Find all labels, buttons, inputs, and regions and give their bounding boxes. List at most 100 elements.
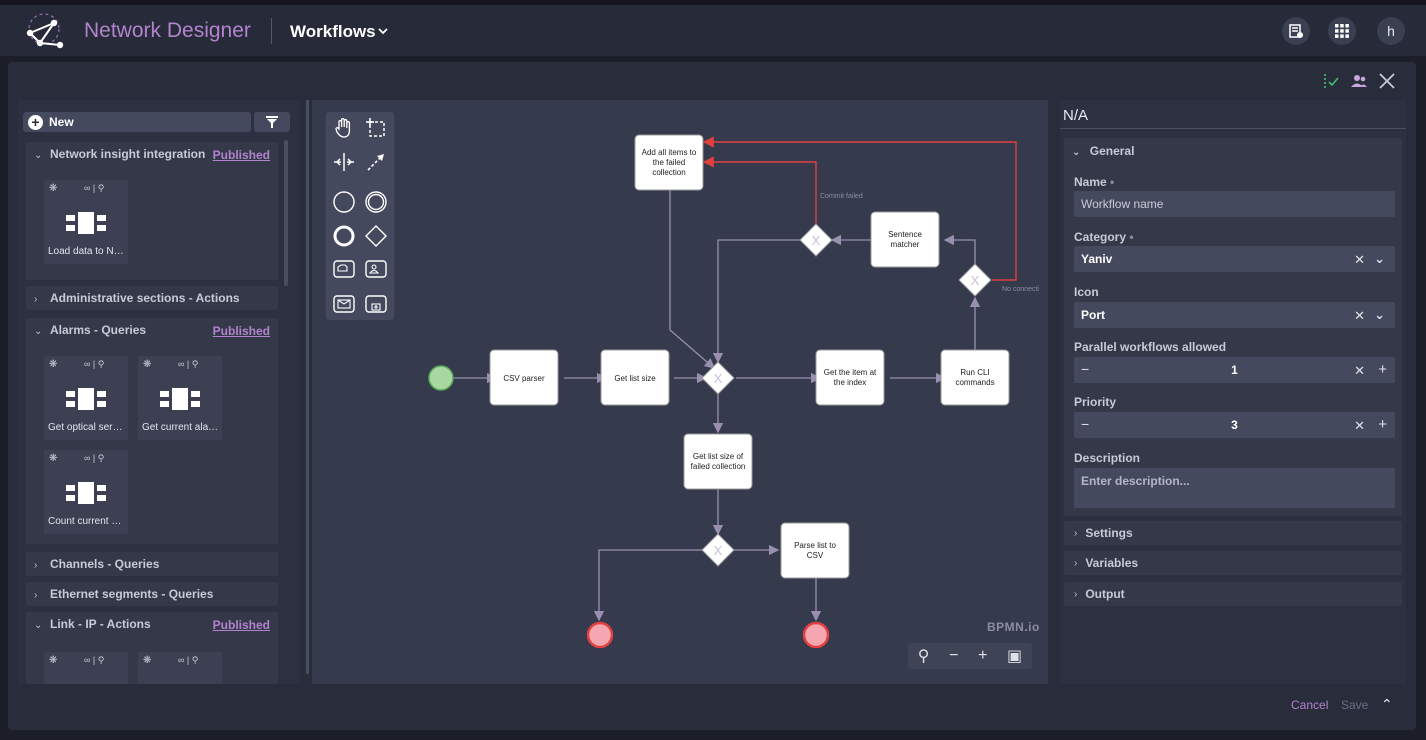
user-task-tool-icon[interactable] bbox=[362, 255, 390, 283]
filter-button[interactable] bbox=[254, 112, 290, 132]
task-get-list-size-failed[interactable]: Get list size of failed collection bbox=[683, 433, 753, 490]
palette-scroll-rail[interactable] bbox=[306, 100, 309, 674]
task-tool-icon[interactable] bbox=[330, 255, 358, 283]
app-grid-button[interactable] bbox=[1328, 17, 1356, 45]
exclusive-gateway[interactable]: X bbox=[799, 223, 833, 257]
decrement-button[interactable]: − bbox=[1081, 416, 1090, 432]
end-event-tool-icon[interactable] bbox=[330, 222, 358, 250]
bpmn-watermark[interactable]: BPMN.io bbox=[987, 620, 1040, 634]
start-event-tool-icon[interactable] bbox=[330, 188, 358, 216]
chevron-right-icon: › bbox=[1074, 527, 1078, 539]
clear-icon[interactable]: ✕ bbox=[1354, 418, 1365, 433]
section-header[interactable]: ⌄ Link - IP - Actions Published bbox=[34, 617, 270, 632]
card-meta-icons: ∞ | ⚲ bbox=[178, 655, 199, 665]
chevron-up-icon[interactable]: ⌃ bbox=[1381, 696, 1393, 712]
task-get-list-size[interactable]: Get list size bbox=[600, 349, 670, 406]
palette-section: ⌄ Link - IP - Actions Published ❋ ∞ | ⚲ … bbox=[26, 612, 278, 684]
failure-flows bbox=[702, 136, 1017, 281]
section-header[interactable]: › Channels - Queries bbox=[34, 557, 160, 571]
section-header[interactable]: ⌄ Network insight integration Published bbox=[34, 147, 270, 162]
new-task-button[interactable]: + New bbox=[23, 112, 251, 132]
priority-stepper[interactable]: − 3 ✕ + bbox=[1074, 412, 1395, 438]
bpmn-canvas[interactable]: CSV parser Get list size Get the item at… bbox=[312, 100, 1048, 684]
user-avatar[interactable]: h bbox=[1377, 17, 1405, 45]
start-event[interactable] bbox=[428, 365, 454, 391]
sparkle-icon: ❋ bbox=[49, 183, 58, 194]
connect-tool-icon[interactable] bbox=[362, 148, 390, 176]
general-section: ⌄ General Name • Workflow name Category … bbox=[1064, 138, 1402, 516]
category-select[interactable]: Yaniv ✕ ⌄ bbox=[1074, 246, 1395, 272]
task-card[interactable]: ❋ ∞ | ⚲ Get optical servic... bbox=[44, 356, 128, 440]
exclusive-gateway[interactable]: X bbox=[701, 533, 735, 567]
zoom-out-icon[interactable]: − bbox=[949, 647, 959, 664]
svg-text:Get the item at: Get the item at bbox=[824, 368, 877, 377]
message-task-tool-icon[interactable] bbox=[330, 290, 358, 318]
task-add-items-to-failed-collection[interactable]: Add all items to the failed collection bbox=[634, 134, 704, 191]
output-section[interactable]: › Output bbox=[1064, 582, 1402, 606]
task-card[interactable]: ❋ ∞ | ⚲ bbox=[44, 652, 128, 684]
zoom-in-icon[interactable]: + bbox=[978, 647, 988, 664]
section-header[interactable]: › Administrative sections - Actions bbox=[34, 291, 240, 305]
chevron-down-icon[interactable]: ⌄ bbox=[1374, 307, 1385, 322]
variables-section[interactable]: › Variables bbox=[1064, 551, 1402, 575]
published-link[interactable]: Published bbox=[212, 324, 270, 338]
section-header[interactable]: ⌄ General bbox=[1072, 144, 1135, 158]
lasso-tool-icon[interactable] bbox=[362, 114, 390, 142]
clear-icon[interactable]: ✕ bbox=[1354, 252, 1365, 267]
icon-select[interactable]: Port ✕ ⌄ bbox=[1074, 302, 1395, 328]
card-meta-icons: ∞ | ⚲ bbox=[84, 359, 105, 369]
intermediate-event-tool-icon[interactable] bbox=[362, 188, 390, 216]
task-csv-parser[interactable]: CSV parser bbox=[489, 349, 559, 406]
parallel-workflows-stepper[interactable]: − 1 ✕ + bbox=[1074, 357, 1395, 383]
clear-icon[interactable]: ✕ bbox=[1354, 363, 1365, 378]
bpmn-diagram[interactable]: CSV parser Get list size Get the item at… bbox=[312, 100, 1048, 684]
section-header[interactable]: ⌄ Alarms - Queries Published bbox=[34, 323, 270, 338]
task-sentence-matcher[interactable]: Sentence matcher bbox=[870, 211, 940, 268]
task-parse-list-to-csv[interactable]: Parse list to CSV bbox=[780, 522, 850, 579]
task-card[interactable]: ❋ ∞ | ⚲ Get current alarms bbox=[138, 356, 222, 440]
description-textarea[interactable]: Enter description... bbox=[1074, 468, 1395, 508]
close-icon[interactable] bbox=[1378, 72, 1396, 90]
published-link[interactable]: Published bbox=[212, 148, 270, 162]
increment-button[interactable]: + bbox=[1378, 361, 1387, 378]
network-logo-icon bbox=[26, 13, 64, 49]
increment-button[interactable]: + bbox=[1378, 416, 1387, 433]
end-event[interactable] bbox=[586, 621, 614, 649]
task-card[interactable]: ❋ ∞ | ⚲ Load data to Net... bbox=[44, 180, 128, 264]
location-pin-icon[interactable]: ⚲ bbox=[917, 648, 930, 665]
task-card[interactable]: ❋ ∞ | ⚲ Count current al... bbox=[44, 450, 128, 534]
end-event[interactable] bbox=[802, 621, 830, 649]
palette-scrollbar[interactable] bbox=[284, 140, 288, 286]
svg-text:CSV: CSV bbox=[807, 551, 824, 560]
release-notes-button[interactable] bbox=[1282, 17, 1310, 45]
exclusive-gateway[interactable]: X bbox=[958, 263, 992, 297]
card-meta-icons: ∞ | ⚲ bbox=[84, 183, 105, 193]
hand-tool-icon[interactable] bbox=[330, 114, 358, 142]
exclusive-gateway[interactable]: X bbox=[701, 361, 735, 395]
divider bbox=[1060, 128, 1406, 129]
save-button[interactable]: Save bbox=[1341, 698, 1369, 712]
task-get-item-at-index[interactable]: Get the item at the index bbox=[815, 349, 885, 406]
name-input[interactable]: Workflow name bbox=[1074, 191, 1395, 217]
task-block-icon bbox=[66, 388, 106, 410]
chevron-down-icon[interactable]: ⌄ bbox=[1374, 251, 1385, 266]
published-link[interactable]: Published bbox=[212, 618, 270, 632]
cancel-button[interactable]: Cancel bbox=[1291, 698, 1329, 712]
title-divider bbox=[271, 18, 272, 44]
clear-icon[interactable]: ✕ bbox=[1354, 308, 1365, 323]
validate-icon[interactable] bbox=[1322, 72, 1340, 90]
chevron-down-icon[interactable] bbox=[376, 24, 390, 38]
space-tool-icon[interactable] bbox=[330, 148, 358, 176]
task-run-cli-commands[interactable]: Run CLI commands bbox=[940, 349, 1010, 406]
module-selector[interactable]: Workflows bbox=[290, 22, 376, 41]
gateway-tool-icon[interactable] bbox=[362, 222, 390, 250]
svg-text:Get list size of: Get list size of bbox=[693, 452, 744, 461]
decrement-button[interactable]: − bbox=[1081, 361, 1090, 377]
users-icon[interactable] bbox=[1350, 72, 1368, 90]
settings-section[interactable]: › Settings bbox=[1064, 521, 1402, 545]
subprocess-tool-icon[interactable] bbox=[362, 290, 390, 318]
task-card[interactable]: ❋ ∞ | ⚲ bbox=[138, 652, 222, 684]
fit-view-icon[interactable]: ▣ bbox=[1007, 648, 1023, 665]
section-header[interactable]: › Ethernet segments - Queries bbox=[34, 587, 214, 601]
workflow-editor-panel: + New ⌄ Network insight integration Publ… bbox=[8, 62, 1416, 730]
